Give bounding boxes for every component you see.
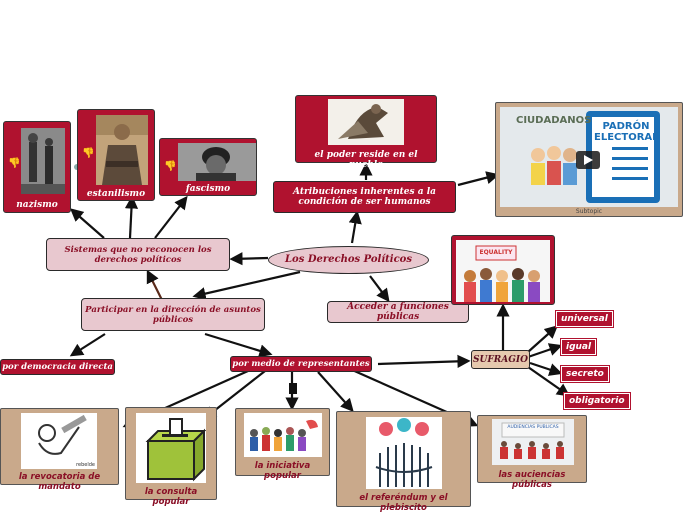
sketch-text: rebelde — [76, 462, 95, 468]
photo-nazismo — [21, 128, 65, 194]
label-nazismo: nazismo — [16, 200, 58, 210]
node-participar[interactable]: Participar en la dirección de asuntos pú… — [81, 298, 265, 331]
card-consulta[interactable]: la consulta popular — [125, 407, 217, 507]
tag-igual[interactable]: igual — [561, 339, 597, 355]
card-iniciativa[interactable]: la iniciativa popular — [235, 408, 330, 481]
label-consulta: la consulta popular — [144, 487, 198, 507]
video-thumbnail[interactable] — [500, 107, 678, 207]
thumbs-down-icon: 👎 — [82, 148, 95, 159]
photo-audiencias: AUDIENCIAS PUBLICAS — [492, 419, 574, 465]
photo-revocatoria: rebelde — [21, 413, 97, 469]
label-audiencias: las auciencias públicas — [498, 470, 566, 490]
photo-referendum — [366, 417, 442, 489]
card-fascismo[interactable]: 👎 fascismo — [159, 138, 257, 196]
label-poder: el poder reside en el pueblo — [314, 150, 418, 170]
card-poder[interactable]: el poder reside en el pueblo — [295, 95, 437, 170]
video-label-ciudadanos: CIUDADANOS — [516, 115, 592, 126]
video-label-padron: PADRÓN ELECTORAL — [594, 121, 659, 143]
label-revocatoria: la revocatoria de mandato — [18, 472, 101, 492]
label-referendum: el referéndum y el plebiscito — [359, 493, 448, 513]
photo-equality: EQUALITY — [456, 240, 550, 302]
card-audiencias[interactable]: AUDIENCIAS PUBLICAS las auciencias públi… — [477, 415, 587, 490]
node-representantes[interactable]: por medio de representantes — [230, 356, 372, 372]
card-revocatoria[interactable]: rebelde la revocatoria de mandato — [0, 408, 119, 492]
tag-universal[interactable]: universal — [556, 311, 613, 327]
photo-poder — [328, 99, 404, 145]
equality-sign-text: EQUALITY — [479, 249, 513, 256]
node-democracia[interactable]: por democracia directa — [0, 359, 115, 375]
node-acceder[interactable]: Acceder a funciones públicas — [327, 301, 469, 323]
thumbs-down-icon: 👎 — [8, 158, 21, 169]
photo-consulta — [136, 413, 207, 483]
photo-iniciativa — [244, 413, 322, 457]
photo-fascismo — [178, 143, 256, 181]
card-referendum[interactable]: el referéndum y el plebiscito — [336, 411, 471, 513]
tag-obligatorio[interactable]: obligatorio — [564, 393, 630, 409]
thumbs-down-icon: 👎 — [164, 161, 177, 172]
node-sufragio[interactable]: SUFRAGIO — [471, 350, 530, 369]
central-topic[interactable]: Los Derechos Políticos — [268, 246, 429, 274]
card-equality[interactable]: EQUALITY — [451, 235, 555, 305]
label-iniciativa: la iniciativa popular — [254, 461, 311, 481]
tag-secreto[interactable]: secreto — [561, 366, 609, 382]
video-caption: Subtopic — [575, 208, 603, 215]
label-fascismo: fascismo — [185, 184, 231, 194]
card-nazismo[interactable]: 👎 nazismo — [3, 121, 71, 213]
card-estanilismo[interactable]: 👎 estanilismo — [77, 109, 155, 201]
node-sistemas[interactable]: Sistemas que no reconocen los derechos p… — [46, 238, 230, 271]
card-video[interactable]: CIUDADANOS PADRÓN ELECTORAL Subtopic — [495, 102, 683, 217]
label-estanilismo: estanilismo — [86, 189, 146, 199]
audiencias-sign-text: AUDIENCIAS PUBLICAS — [507, 425, 559, 430]
photo-estanilismo — [96, 115, 148, 185]
node-atribuciones[interactable]: Atribuciones inherentes a la condición d… — [273, 181, 456, 213]
